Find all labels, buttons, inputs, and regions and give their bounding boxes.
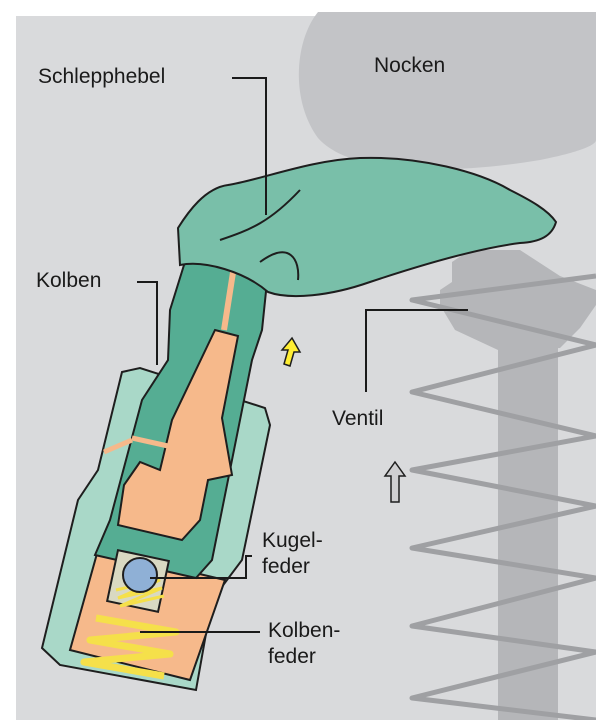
check-ball <box>123 558 157 592</box>
label-nocken: Nocken <box>374 53 445 79</box>
label-schlepphebel: Schlepphebel <box>38 64 165 90</box>
cam-lobe <box>299 12 596 169</box>
label-kolben: Kolben <box>36 268 101 294</box>
label-kolbenfeder-line1: Kolben- <box>268 618 340 644</box>
label-kugelfeder-line1: Kugel- <box>262 528 323 554</box>
label-kolbenfeder-line2: feder <box>268 644 340 670</box>
label-kolbenfeder: Kolben- feder <box>268 618 340 670</box>
label-kugelfeder-line2: feder <box>262 554 323 580</box>
label-ventil: Ventil <box>332 406 383 432</box>
label-kugelfeder: Kugel- feder <box>262 528 323 580</box>
